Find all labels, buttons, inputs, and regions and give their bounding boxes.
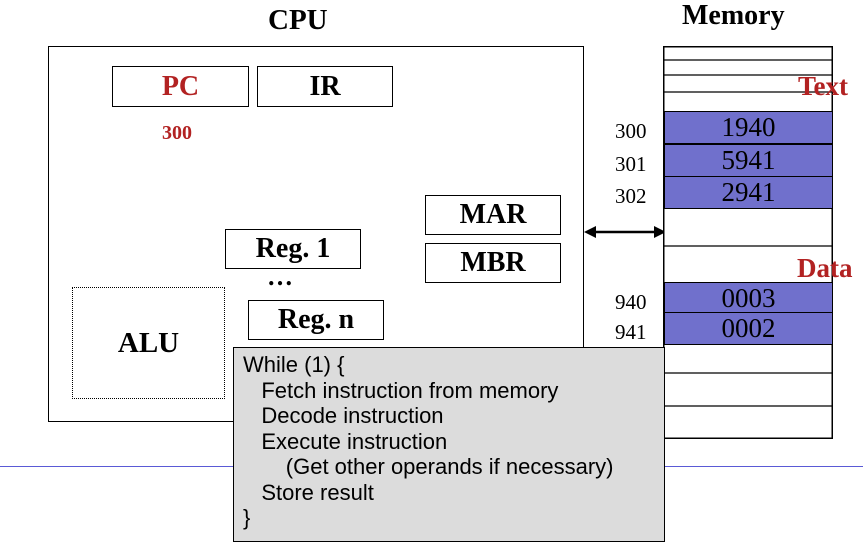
memory-address: 301	[615, 152, 647, 176]
memory-grid	[663, 46, 833, 439]
data-segment-label: Data	[797, 253, 853, 283]
memory-address: 300	[615, 119, 647, 143]
register-1: Reg. 1	[225, 229, 361, 269]
pc-value: 300	[162, 122, 192, 144]
ir-label: IR	[309, 70, 341, 102]
reg1-label: Reg. 1	[255, 233, 331, 264]
bus-arrow	[584, 226, 666, 238]
cpu-title: CPU	[268, 4, 328, 36]
pc-register: PC	[112, 66, 249, 107]
mar-register: MAR	[425, 195, 561, 235]
text-segment-label: Text	[798, 71, 849, 101]
code-line: (Get other operands if necessary)	[243, 454, 614, 479]
regn-label: Reg. n	[277, 304, 355, 335]
ir-register: IR	[257, 66, 393, 107]
memory-cell: 5941	[664, 144, 833, 177]
memory-address: 940	[615, 290, 647, 314]
memory-column	[663, 46, 833, 439]
pc-label: PC	[161, 70, 200, 102]
memory-title: Memory	[682, 0, 785, 31]
code-line: Fetch instruction from memory	[243, 377, 559, 403]
code-line: Decode instruction	[243, 403, 444, 428]
memory-address: 941	[615, 320, 647, 344]
code-line: Execute instruction	[243, 428, 448, 454]
register-ellipsis: …	[267, 262, 294, 291]
mbr-register: MBR	[425, 243, 561, 283]
memory-address: 302	[615, 184, 647, 208]
code-line: Store result	[243, 479, 374, 505]
memory-cell: 2941	[664, 176, 833, 209]
pseudocode-box: While (1) { Fetch instruction from memor…	[233, 347, 665, 542]
code-line: While (1) {	[243, 352, 345, 377]
code-line: }	[243, 505, 251, 530]
memory-cell: 0003	[664, 282, 833, 315]
mar-label: MAR	[459, 199, 527, 230]
memory-cell: 0002	[664, 312, 833, 345]
alu-box: ALU	[72, 287, 225, 399]
memory-cell: 1940	[664, 111, 833, 144]
alu-label: ALU	[117, 326, 180, 359]
mbr-label: MBR	[460, 247, 526, 278]
register-n: Reg. n	[248, 300, 384, 340]
